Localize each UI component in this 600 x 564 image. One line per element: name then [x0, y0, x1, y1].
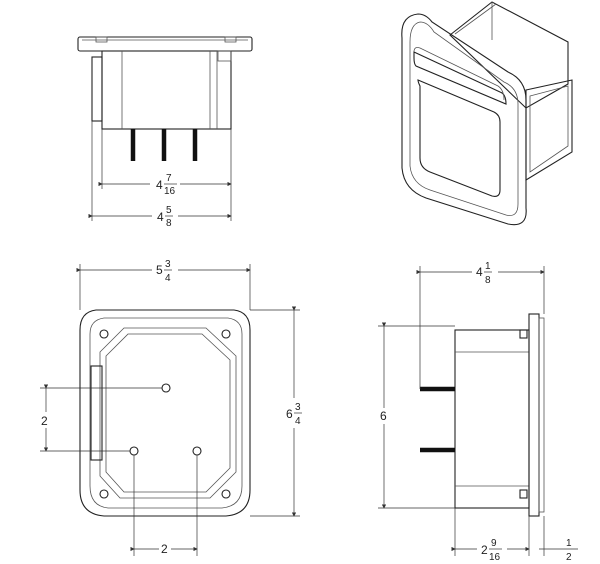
top-outer-width-num: 5: [166, 205, 172, 216]
side-depth-num: 1: [485, 261, 491, 272]
top-inner-width-whole: 4: [156, 178, 163, 192]
side-height: 6: [380, 409, 387, 423]
top-inner-width-num: 7: [166, 173, 172, 184]
front-height-num: 3: [295, 402, 301, 413]
top-inner-width-den: 16: [164, 186, 176, 197]
side-body-num: 9: [491, 538, 497, 549]
top-outer-width-whole: 4: [157, 210, 164, 224]
front-horizontal-spacing: 2: [161, 542, 168, 556]
front-width-whole: 5: [156, 263, 163, 277]
top-outer-width-den: 8: [166, 218, 172, 229]
side-depth-den: 8: [485, 275, 491, 286]
side-body-whole: 2: [481, 543, 488, 557]
side-flange-den: 2: [566, 552, 572, 563]
front-height-den: 4: [295, 416, 301, 427]
front-view: 5 3 4 6 3 4 2 2: [39, 256, 308, 556]
front-vertical-spacing: 2: [41, 414, 48, 428]
side-depth-whole: 4: [476, 265, 483, 279]
front-width-den: 4: [165, 273, 171, 284]
side-body-den: 16: [489, 552, 501, 563]
isometric-view: [401, 1, 573, 226]
side-view: 4 1 8 6 2 9 16 1 2: [378, 258, 578, 564]
front-height-whole: 6: [286, 407, 293, 421]
top-view: 4 7 16 4 5 8: [77, 36, 253, 229]
side-flange-num: 1: [566, 538, 572, 549]
front-width-num: 3: [165, 259, 171, 270]
